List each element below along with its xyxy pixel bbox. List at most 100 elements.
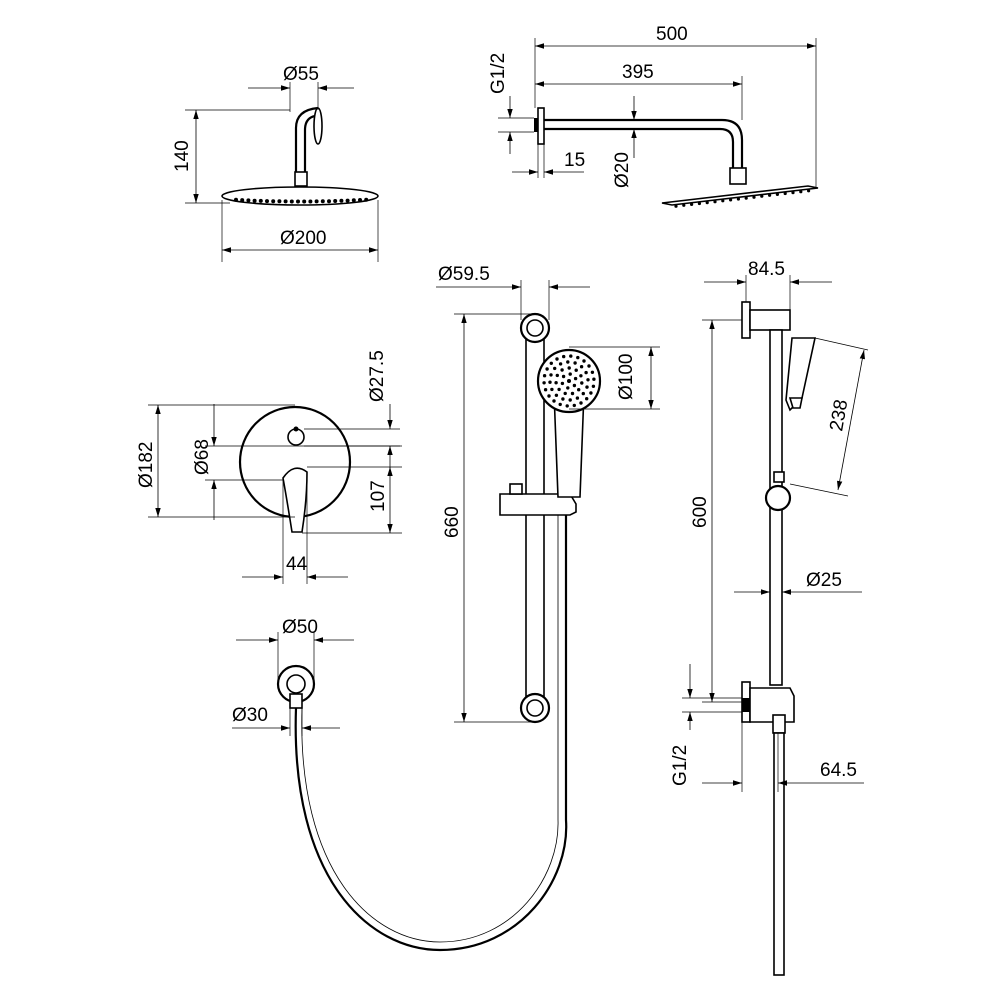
dim-text-mixer-plate-diameter: Ø182 — [136, 442, 157, 488]
hand-shower-nozzle — [574, 368, 578, 372]
shower-hose — [294, 510, 568, 952]
side-rain-head-nozzle — [674, 204, 678, 208]
hand-shower-nozzle — [558, 362, 563, 366]
hand-shower-nozzle — [587, 364, 591, 368]
side-rain-head-nozzle — [752, 195, 756, 199]
hand-shower-nozzle — [589, 391, 593, 395]
hand-shower-nozzle — [581, 391, 585, 396]
hand-shower-nozzle — [562, 354, 566, 359]
hand-shower-nozzle — [580, 381, 584, 385]
rain-head-nozzle — [351, 198, 356, 203]
hand-shower-nozzle — [576, 355, 580, 360]
side-rain-head-nozzle — [744, 196, 748, 200]
rain-head-arm-elbow-outer — [294, 106, 319, 190]
hand-shower-nozzle — [558, 402, 562, 407]
side-rain-head-nozzle — [775, 192, 780, 196]
side-slider-knob — [764, 484, 792, 512]
dim-rain-head-drop-height: 140 — [172, 109, 290, 204]
hand-shower-nozzle — [573, 361, 577, 365]
dim-hand-shower-diameter: Ø100 — [569, 346, 660, 410]
dim-text-handle-height: 107 — [368, 480, 389, 512]
side-rain-head-nozzle — [799, 190, 803, 194]
rain-head-nozzle — [320, 199, 325, 204]
dim-mixer-plate-diameter: Ø182 — [136, 404, 295, 518]
hand-shower-nozzles — [542, 354, 596, 408]
dim-text-rain-head-top-diameter: Ø55 — [283, 64, 319, 85]
dim-text-diverter-knob-diameter: Ø27.5 — [367, 350, 388, 402]
arm-rain-head-plate — [661, 185, 819, 206]
shower-arm-side-view — [534, 107, 819, 208]
hand-shower-nozzle — [553, 366, 557, 371]
dim-arm-thread: G1/2 — [488, 53, 534, 154]
rain-head-front-view — [221, 106, 379, 206]
side-rain-head-nozzle — [729, 198, 733, 202]
dim-outlet-plate-diameter: Ø50 — [236, 617, 354, 684]
dim-text-arm-total-length: 500 — [656, 24, 688, 45]
rail-slider-knob — [509, 483, 523, 495]
side-rain-head-nozzle — [682, 203, 686, 207]
rain-head-nozzle-row — [234, 197, 369, 204]
sliding-rail-front-view — [499, 312, 602, 724]
side-top-bracket-arm — [749, 309, 791, 331]
rain-head-nozzle — [234, 197, 238, 202]
hand-shower-nozzle — [577, 388, 581, 392]
dim-rain-head-top-diameter: Ø55 — [248, 64, 354, 112]
dim-text-rail-bracket-diameter: Ø59.5 — [438, 264, 490, 285]
rail-bottom-bracket-inner — [526, 699, 544, 717]
hand-shower-nozzle — [549, 373, 553, 377]
side-bottom-thread — [742, 698, 750, 712]
hand-shower-nozzle — [573, 376, 578, 381]
hand-shower-nozzle — [569, 354, 573, 358]
side-hose-nut — [772, 714, 786, 734]
rain-head-nozzle — [314, 199, 319, 204]
rain-head-nozzle — [246, 198, 251, 203]
rain-head-nozzle — [345, 198, 350, 203]
hand-shower-nozzle — [567, 379, 571, 383]
dim-handle-width: 44 — [242, 472, 348, 584]
side-holder-clip — [773, 471, 785, 483]
side-hand-shower-tip — [788, 397, 803, 409]
dim-text-arm-flange-thickness: 15 — [564, 150, 585, 171]
dim-side-rail-height: 600 — [690, 319, 742, 703]
outlet-connector-ring — [286, 674, 306, 694]
hand-shower-nozzle — [579, 374, 583, 378]
hand-shower-nozzle — [545, 367, 549, 371]
dim-text-arm-thread: G1/2 — [488, 53, 509, 94]
dim-handle-height: 107 — [302, 466, 402, 534]
rain-head-nozzle — [302, 199, 307, 204]
hand-shower-nozzle — [584, 370, 588, 375]
hand-shower-nozzle — [561, 374, 566, 379]
hand-shower-nozzle — [560, 381, 565, 386]
hand-shower-nozzle — [552, 399, 556, 403]
dim-rail-tube-diameter: Ø25 — [734, 570, 862, 595]
dim-text-rail-tube-diameter: Ø25 — [806, 570, 842, 591]
dim-arm-tube-diameter: Ø20 — [612, 96, 637, 188]
dim-rain-head-diameter: Ø200 — [221, 200, 379, 262]
rain-head-swivel-joint — [294, 171, 308, 187]
diverter-knob-dot — [293, 426, 299, 432]
outlet-hose-nut — [289, 693, 303, 709]
rain-head-nozzle — [271, 199, 276, 204]
hand-shower-nozzle — [557, 387, 561, 392]
hand-shower-nozzle — [547, 394, 551, 398]
hand-shower-nozzle — [568, 372, 572, 376]
hand-shower-nozzle — [563, 391, 567, 396]
dim-arm-flange-thickness: 15 — [512, 144, 585, 178]
rain-head-wall-flange — [313, 107, 323, 145]
hand-shower-nozzle — [586, 378, 590, 382]
hand-shower-nozzle — [554, 381, 558, 385]
arm-wall-flange — [537, 107, 545, 145]
side-rain-head-nozzle — [721, 199, 725, 203]
arm-swivel-nut — [729, 167, 747, 185]
dim-text-side-outlet-depth: 64.5 — [820, 760, 857, 781]
rain-head-nozzle — [358, 198, 362, 202]
side-rain-head-nozzle — [760, 194, 764, 198]
dim-outlet-connector-diameter: Ø30 — [232, 705, 340, 736]
dim-rail-bracket-diameter: Ø59.5 — [436, 264, 590, 320]
wall-outlet-and-hose — [276, 510, 568, 952]
side-top-wall-flange — [741, 301, 751, 339]
dim-text-mixer-inner-diameter: Ø68 — [192, 439, 213, 475]
hand-shower-nozzle — [579, 401, 583, 405]
mixer-lever-handle — [282, 467, 308, 533]
